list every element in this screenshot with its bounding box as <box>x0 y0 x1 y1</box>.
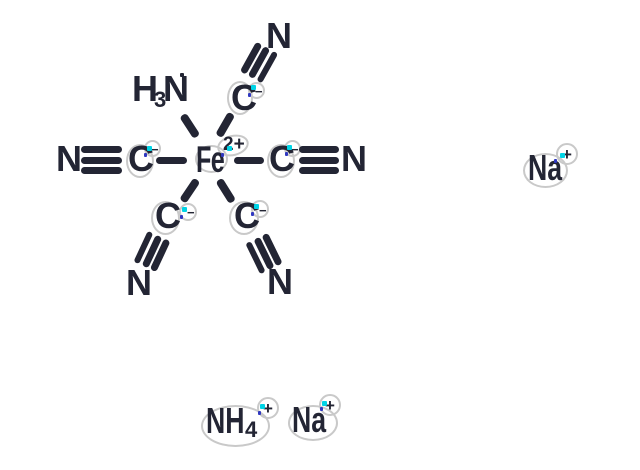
cyanide-charge-minus: − <box>291 142 299 157</box>
atom-highlight-ring-c-bottom-right <box>229 201 259 235</box>
charge-ring-c-top <box>248 82 265 99</box>
plus-charge: + <box>325 395 335 415</box>
cyan-marker <box>260 404 265 409</box>
nitrogen-atom-label: N <box>56 138 82 179</box>
atom-highlight-ring-fe <box>195 145 228 173</box>
charge-ring-c-bottom-left <box>179 203 197 221</box>
atom-highlight-ring-nh4 <box>201 405 270 447</box>
nitrogen-atom-label: N <box>267 261 293 302</box>
carbon-atom-label: C <box>234 195 260 236</box>
plus-charge: + <box>263 398 273 418</box>
single-bond-ammine-fe <box>179 112 201 139</box>
iron-charge-label: 2+ <box>223 134 245 155</box>
triple-bond-left-bar <box>81 167 122 174</box>
charge-ring-plus: + <box>556 143 578 165</box>
atom-highlight-ring-c-bottom-left <box>151 201 180 235</box>
nitrogen-atom-label: N <box>126 262 152 303</box>
blue-marker <box>320 407 323 411</box>
ammine-subscript: 3 <box>154 87 167 112</box>
blue-marker <box>221 153 224 157</box>
cyan-marker <box>182 207 187 212</box>
charge-ring-c-bottom-right <box>251 200 269 218</box>
cyan-marker <box>254 204 259 209</box>
cyan-marker <box>147 146 152 151</box>
triple-bond-right-bar <box>299 156 339 164</box>
cyan-marker <box>251 85 256 90</box>
triple-bond-right-bar <box>299 167 339 174</box>
charge-ring-c-left <box>144 140 161 157</box>
blue-marker <box>258 411 261 415</box>
charge-ring-plus: + <box>257 397 279 419</box>
cyan-marker <box>287 145 292 150</box>
charge-ring-plus: + <box>319 394 341 416</box>
iron-atom-label: Fe <box>196 139 225 180</box>
single-bond-fe-c-bottom-left <box>179 177 201 204</box>
ammonium-label: NH <box>206 400 245 441</box>
atom-highlight-ring-na <box>288 405 338 441</box>
triple-bond-left-bar <box>81 156 122 164</box>
hydrogen-atom-label: H <box>132 68 158 109</box>
cyanide-charge-minus: − <box>187 205 195 220</box>
lone-pair-dot <box>180 73 184 77</box>
single-bond-c-fe-left <box>156 157 187 164</box>
blue-marker <box>180 215 183 219</box>
triple-bond-left-bar <box>81 146 122 153</box>
nitrogen-atom-label: N <box>266 15 292 56</box>
triple-bond-right-bar <box>299 146 339 153</box>
nitrogen-atom-label: N <box>341 138 367 179</box>
blue-marker <box>554 159 557 163</box>
blue-marker <box>251 212 254 216</box>
single-bond-fe-c-right <box>234 157 264 164</box>
atom-highlight-ring-na <box>523 153 568 188</box>
cyan-marker <box>560 153 565 158</box>
cyan-marker <box>322 401 327 406</box>
cyanide-charge-minus: − <box>259 203 267 218</box>
carbon-atom-label: C <box>155 195 181 236</box>
cyanide-charge-minus: − <box>151 142 159 157</box>
plus-charge: + <box>562 144 572 164</box>
blue-marker <box>144 153 147 157</box>
blue-marker <box>248 93 251 97</box>
atom-highlight-ring-c-left <box>126 144 154 178</box>
blue-marker <box>285 152 288 156</box>
cyan-marker <box>227 146 232 151</box>
atom-highlight-ring-c-right <box>267 144 295 178</box>
nitrogen-atom-label: N <box>163 68 189 109</box>
ammonium-subscript: 4 <box>245 417 258 442</box>
cyanide-charge-minus: − <box>255 84 263 99</box>
